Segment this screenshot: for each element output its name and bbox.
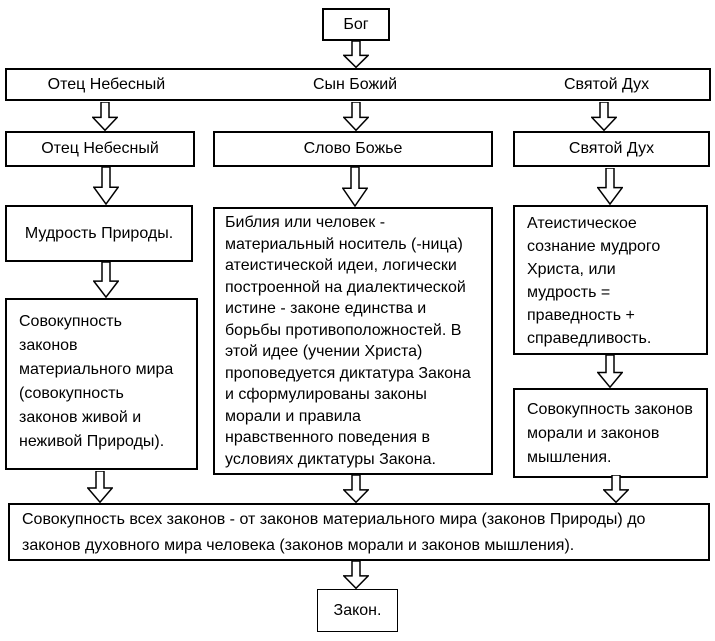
node-atheistic-consciousness: Атеистическое сознание мудрого Христа, и… [513, 205, 708, 355]
node-god: Бог [322, 8, 390, 41]
trinity-label-holy-spirit: Святой Дух [563, 75, 650, 93]
arrow-alllaws-to-law-icon [343, 561, 369, 589]
node-law: Закон. [317, 589, 398, 632]
arrow-wisdom-to-material-icon [93, 262, 119, 298]
arrow-atheistic-to-moral-icon [597, 355, 623, 388]
node-all-laws: Совокупность всех законов - от законов м… [8, 503, 710, 561]
arrow-word-to-bible-icon [342, 167, 368, 207]
arrow-moral-to-alllaws-icon [603, 475, 629, 503]
arrow-trinity-to-spirit-icon [591, 102, 617, 131]
node-heavenly-father: Отец Небесный [5, 131, 195, 167]
node-wisdom-of-nature: Мудрость Природы. [5, 205, 193, 262]
node-word-of-god: Слово Божье [213, 131, 493, 167]
node-trinity-row: Отец Небесный Сын Божий Святой Дух [5, 68, 711, 101]
node-holy-spirit: Святой Дух [513, 131, 710, 167]
arrow-bible-to-alllaws-icon [343, 475, 369, 503]
node-moral-thinking-laws: Совокупность законов морали и законов мы… [513, 388, 708, 478]
arrow-spirit-to-atheistic-icon [597, 168, 623, 205]
arrow-trinity-to-word-icon [343, 102, 369, 131]
arrow-father-to-wisdom-icon [93, 167, 119, 205]
arrow-material-to-alllaws-icon [87, 471, 113, 503]
node-material-world-laws: Совокупность законов материального мира … [5, 298, 198, 470]
trinity-label-heavenly-father: Отец Небесный [47, 75, 166, 93]
arrow-god-to-trinity-icon [343, 41, 369, 68]
arrow-trinity-to-father-icon [92, 102, 118, 131]
node-bible-text: Библия или человек - материальный носите… [213, 207, 493, 475]
trinity-label-son-of-god: Сын Божий [312, 75, 398, 93]
